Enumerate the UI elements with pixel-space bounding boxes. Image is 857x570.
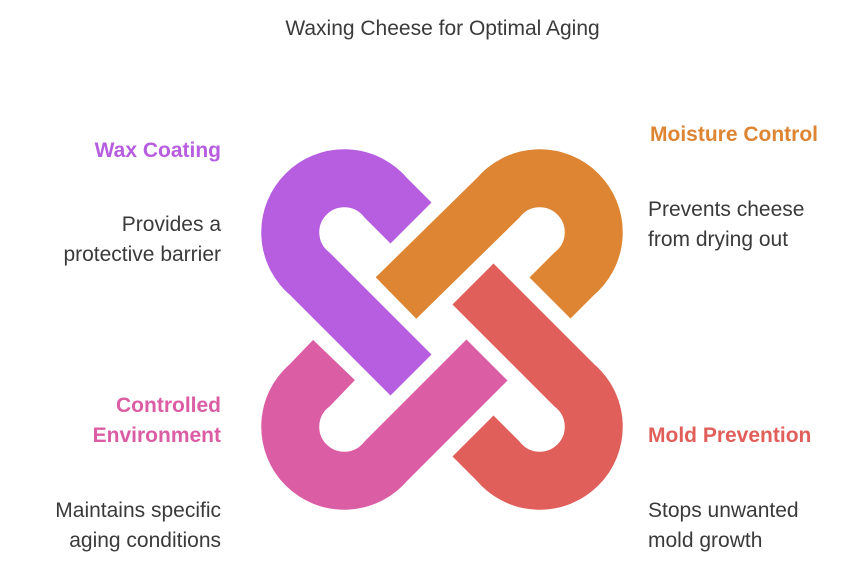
moisture-control-heading: Moisture Control: [650, 123, 818, 146]
moisture-control-link: [375, 149, 623, 319]
controlled-environment-heading-2: Environment: [92, 424, 221, 447]
moisture-control-desc-2: from drying out: [648, 228, 789, 251]
wax-coating-link: [261, 149, 432, 396]
controlled-environment-heading-1: Controlled: [116, 394, 221, 417]
moisture-control-desc-1: Prevents cheese: [648, 198, 805, 221]
wax-coating-heading: Wax Coating: [94, 139, 221, 162]
mold-prevention-link: [452, 263, 623, 510]
controlled-environment-desc-1: Maintains specific: [55, 499, 221, 522]
mold-prevention-desc-1: Stops unwanted: [648, 499, 799, 522]
wax-coating-desc-2: protective barrier: [63, 243, 221, 266]
mold-prevention-heading: Mold Prevention: [648, 424, 812, 447]
wax-coating-desc-1: Provides a: [121, 213, 221, 236]
mold-prevention-desc-2: mold growth: [648, 529, 763, 552]
controlled-environment-link: [261, 339, 508, 510]
controlled-environment-desc-2: aging conditions: [69, 529, 221, 552]
diagram-title: Waxing Cheese for Optimal Aging: [285, 17, 600, 40]
